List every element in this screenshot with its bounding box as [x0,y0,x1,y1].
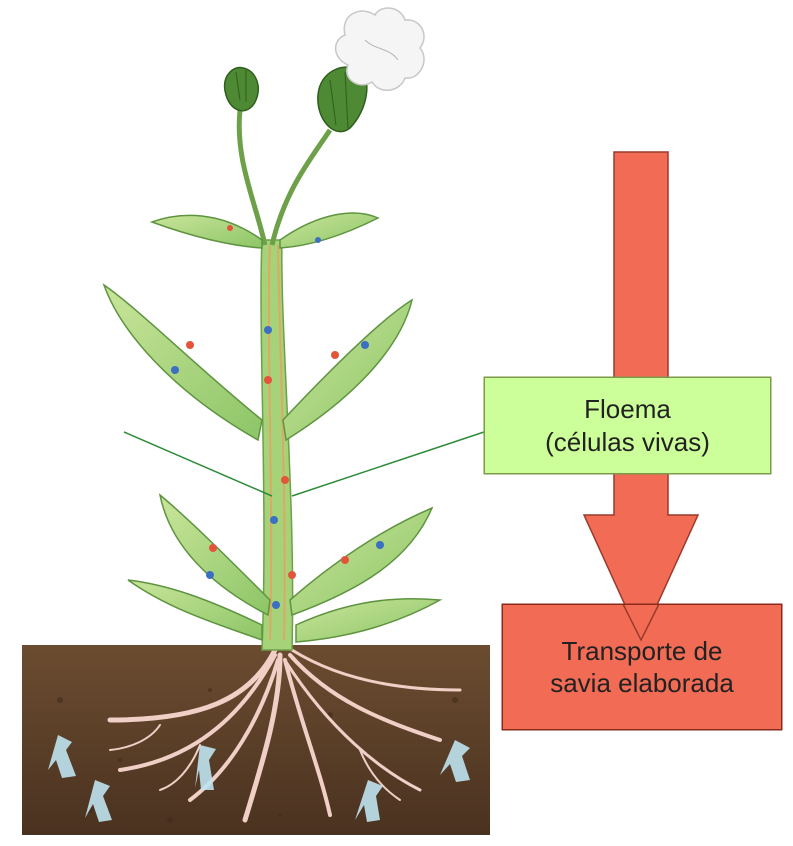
phloem-subtitle: (células vivas) [545,426,710,459]
phloem-label: Floema (células vivas) [484,377,771,474]
leader-line-right [292,432,484,496]
transport-line-1: Transporte de [562,635,723,668]
stem [261,240,293,650]
transport-line-2: savia elaborada [550,667,734,700]
phloem-title: Floema [584,393,671,426]
flower-icon [336,8,424,90]
leader-line-left [124,432,272,496]
soil [22,645,490,835]
transport-label: Transporte de savia elaborada [502,604,782,730]
flower-stalk-left [239,110,265,245]
flower-bud-left [225,67,259,110]
